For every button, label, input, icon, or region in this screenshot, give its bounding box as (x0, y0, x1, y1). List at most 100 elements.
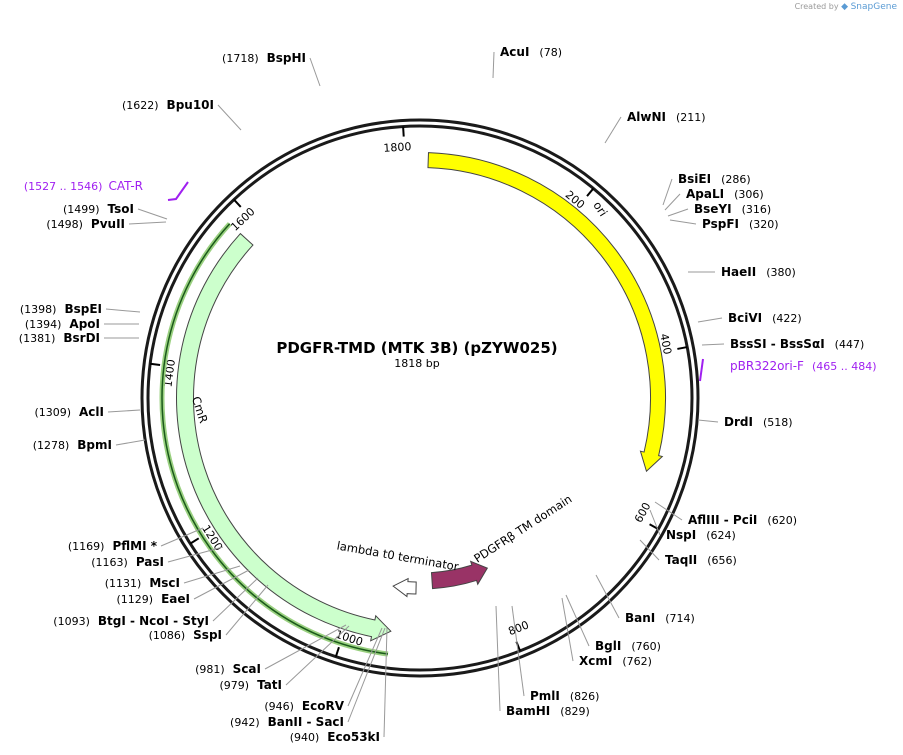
tick-label-600: 600 (632, 500, 654, 525)
site-bsssi-bsss-i: BssSI - BssSαI(447) (730, 337, 864, 351)
site-bpu10i: (1622)Bpu10I (122, 98, 214, 112)
lambda-t0-terminator-feature (392, 577, 417, 598)
site-leader-ecorv (347, 627, 383, 707)
site-apali: ApaLI(306) (686, 187, 764, 201)
site-banii-saci: (942)BanII - SacI (230, 715, 344, 729)
site-leader-taqii (639, 539, 660, 561)
site-leader-sspi (225, 584, 269, 636)
site-bamhi: BamHI(829) (506, 704, 590, 718)
site-scai: (981)ScaI (195, 662, 261, 676)
tick-mark-1400 (150, 362, 161, 367)
site-bgli: BglI(760) (595, 639, 661, 653)
site-bani: BanI(714) (625, 611, 695, 625)
site-leader-alwni (604, 116, 622, 144)
site-drdi: DrdI(518) (724, 415, 793, 429)
site-taqii: TaqII(656) (665, 553, 737, 567)
site-alwni: AlwNI(211) (627, 110, 706, 124)
site-leader-acli (107, 409, 141, 413)
site-bsphi: (1718)BspHI (222, 51, 306, 65)
tick-label-400: 400 (657, 333, 674, 356)
credit-brand: SnapGene (850, 2, 897, 12)
site-pmli: PmlI(826) (530, 689, 599, 703)
site-acui: AcuI(78) (500, 45, 562, 59)
feature-label-1: PDGFRβ TM domain (471, 492, 574, 566)
site-leader-tsoi (137, 208, 168, 220)
site-xcmi: XcmI(762) (579, 654, 652, 668)
pdgfr-tm-domain-feature (430, 560, 489, 590)
site-leader-pvuii (128, 221, 167, 225)
credit-prefix: Created by (794, 2, 839, 11)
site-apoi: (1394)ApoI (25, 317, 100, 331)
site-leader-pasi (167, 546, 224, 563)
cmr-feature (176, 232, 392, 642)
site-bsiei: BsiEI(286) (678, 172, 751, 186)
tick-mark-1600 (233, 198, 242, 208)
tick-label-1600: 1600 (228, 205, 257, 234)
site-leader-bpmi (115, 439, 146, 446)
site-leader-bspei (105, 308, 141, 313)
site-leader-bseyi (667, 208, 689, 217)
site-leader-eaei (193, 569, 250, 600)
site-acli: (1309)AclI (34, 405, 104, 419)
site-pflmi: (1169)PflMI * (68, 539, 158, 553)
plasmid-length: 1818 bp (394, 357, 439, 370)
site-leader-bcivi (697, 317, 723, 323)
site-leader-apali (664, 193, 681, 211)
site-eaei: (1129)EaeI (117, 592, 190, 606)
site-leader-pmli (511, 605, 525, 697)
site-leader-scai (264, 624, 347, 670)
site-tati: (979)TatI (219, 678, 282, 692)
backbone-inner (146, 124, 694, 672)
site-leader-nspi (649, 509, 661, 536)
site-ecorv: (946)EcoRV (264, 699, 344, 713)
cmr-backbone-line (161, 223, 389, 655)
backbone-outer (140, 118, 700, 678)
site-bspei: (1398)BspEI (20, 302, 102, 316)
site-leader-bsiei (662, 178, 673, 206)
snapgene-logo: ◆ (841, 2, 849, 12)
tick-mark-1000 (334, 646, 340, 657)
site-tsoi: (1499)TsoI (63, 202, 134, 216)
site-leader-banii-saci (347, 627, 386, 723)
tick-label-800: 800 (506, 618, 530, 638)
site-bseyi: BseYI(316) (694, 202, 771, 216)
site-leader-drdi (697, 419, 719, 423)
site-bpmi: (1278)BpmI (33, 438, 112, 452)
site-pspfi: PspFI(320) (702, 217, 779, 231)
site-leader-bgli (565, 594, 590, 647)
site-msci: (1131)MscI (105, 576, 180, 590)
site-leader-pflmi (160, 527, 204, 547)
plasmid-title: PDGFR-TMD (MTK 3B) (pZYW025) (276, 339, 557, 357)
site-nspi: NspI(624) (666, 528, 736, 542)
site-afliii-pcii: AflIII - PciI(620) (688, 513, 797, 527)
tick-label-1800: 1800 (383, 140, 412, 155)
site-bsrdi: (1381)BsrDI (19, 331, 100, 345)
site-pasi: (1163)PasI (91, 555, 164, 569)
site-leader-xcmi (561, 597, 574, 662)
site-btgi-ncoi-styi: (1093)BtgI - NcoI - StyI (53, 614, 209, 628)
tick-mark-1800 (402, 126, 405, 137)
site-leader-eco53ki (383, 627, 388, 738)
site-leader-afliii-pcii (654, 501, 683, 521)
site-leader-bsssi-bsss-i (701, 343, 725, 346)
site-leader-pspfi (669, 219, 697, 225)
site-leader-bpu10i (217, 104, 242, 131)
tick-mark-400 (677, 346, 688, 350)
site-pvuii: (1498)PvuII (46, 217, 125, 231)
site-leader-bani (595, 574, 620, 619)
site-bcivi: BciVI(422) (728, 311, 802, 325)
feature-label-0: ori (590, 199, 610, 219)
feature-label-2: lambda t0 terminator (336, 538, 460, 573)
site-leader-acui (492, 51, 495, 79)
primer-pbr322ori-f: pBR322ori-F(465 .. 484) (730, 359, 877, 373)
snapgene-credit: Created by ◆ SnapGene (795, 2, 897, 12)
ori-feature (427, 152, 666, 473)
site-leader-tati (285, 625, 350, 686)
site-haeii: HaeII(380) (721, 265, 796, 279)
tick-mark-200 (586, 187, 595, 197)
tick-mark-1200 (189, 537, 200, 545)
site-leader-bsphi (309, 57, 321, 87)
site-sspi: (1086)SspI (149, 628, 222, 642)
primer-mark-cat-r (167, 181, 189, 201)
